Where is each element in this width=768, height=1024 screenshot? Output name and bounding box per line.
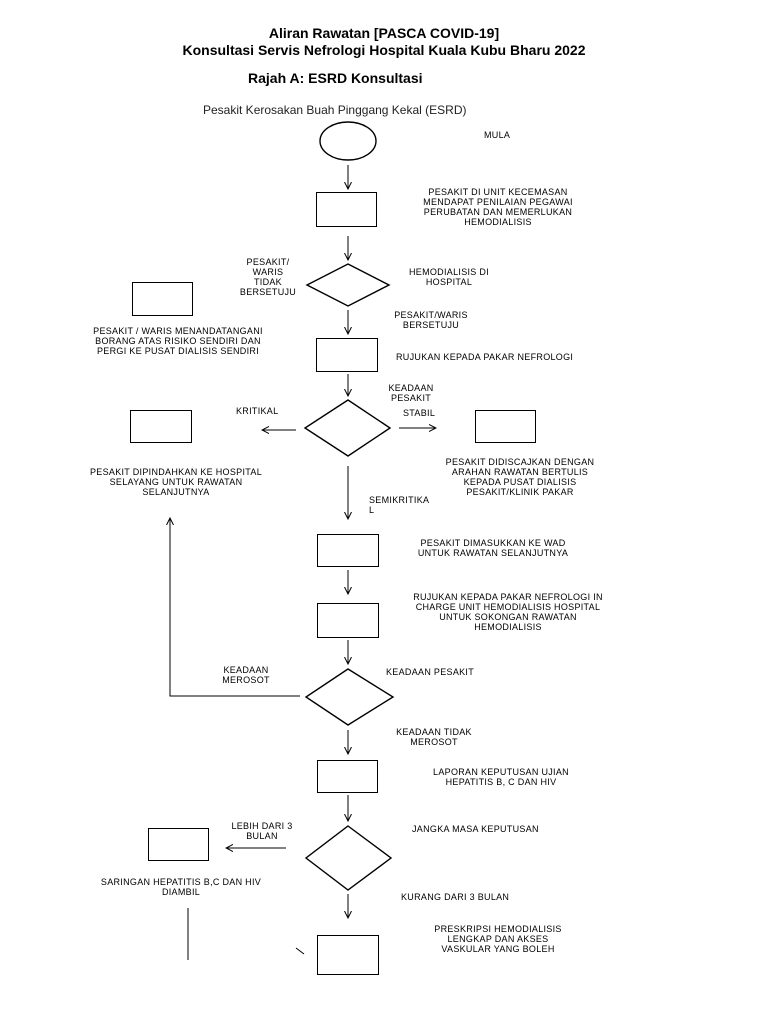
decision3-label: KEADAAN PESAKIT [386,667,475,677]
box5-process [317,760,378,793]
left4-label: SARINGAN HEPATITIS B,C DAN HIV DIAMBIL [100,877,262,898]
left4-process [148,828,209,861]
left1-label: PESAKIT / WARIS MENANDATANGANI BORANG AT… [93,326,263,357]
box4-label: RUJUKAN KEPADA PAKAR NEFROLOGI IN CHARGE… [413,592,603,633]
figure-title: Rajah A: ESRD Konsultasi [248,70,423,86]
right2-process [475,410,536,443]
left2-label: PESAKIT DIPINDAHKAN KE HOSPITAL SELAYANG… [89,467,262,498]
box5-label: LAPORAN KEPUTUSAN UJIAN HEPATITIS B, C D… [433,767,569,788]
decision4-left-label: LEBIH DARI 3 BULAN [231,821,293,842]
right2-label: PESAKIT DIDISCAJKAN DENGAN ARAHAN RAWATA… [445,457,595,498]
box1-process [316,192,377,227]
box2-label: RUJUKAN KEPADA PAKAR NEFROLOGI [396,352,574,362]
box3-label: PESAKIT DIMASUKKAN KE WAD UNTUK RAWATAN … [417,538,569,559]
decision2-label: KEADAAN PESAKIT [388,383,434,404]
left1-process [132,282,193,316]
decision1-yes-label: PESAKIT/WARIS BERSETUJU [394,310,468,331]
title-line1: Aliran Rawatan [PASCA COVID-19] [268,25,500,41]
start-terminal [319,121,377,161]
decision3-left-label: KEADAAN MEROSOT [222,665,270,686]
flow-subtitle: Pesakit Kerosakan Buah Pinggang Kekal (E… [203,103,467,117]
decision4-diamond [304,825,393,891]
decision2-diamond [303,399,392,457]
arrow-decision3-loop-to-left2 [170,518,300,697]
start-label: MULA [484,130,511,140]
box6-label: PRESKRIPSI HEMODIALISIS LENGKAP DAN AKSE… [434,924,562,953]
left2-process [130,410,192,443]
decision4-down-label: KURANG DARI 3 BULAN [401,892,510,902]
decision2-down-label: SEMIKRITIKA L [369,495,430,516]
decision3-diamond [304,668,395,726]
box2-process [316,338,378,372]
box3-process [317,534,379,567]
decision2-right-label: STABIL [403,408,436,418]
decision1-diamond [305,263,391,307]
decision3-down-label: KEADAAN TIDAK MEROSOT [396,727,472,748]
decision1-no-label: PESAKIT/ WARIS TIDAK BERSETUJU [239,257,297,298]
arrow-into-box6-partial [295,947,305,955]
decision2-left-label: KRITIKAL [236,406,279,416]
decision4-label: JANGKA MASA KEPUTUSAN [412,824,539,834]
box4-process [317,603,379,638]
box1-label: PESAKIT DI UNIT KECEMASAN MENDAPAT PENIL… [423,187,573,228]
decision1-label: HEMODIALISIS DI HOSPITAL [408,267,489,288]
title-line2: Konsultasi Servis Nefrologi Hospital Kua… [182,42,586,58]
box6-process [317,935,379,975]
